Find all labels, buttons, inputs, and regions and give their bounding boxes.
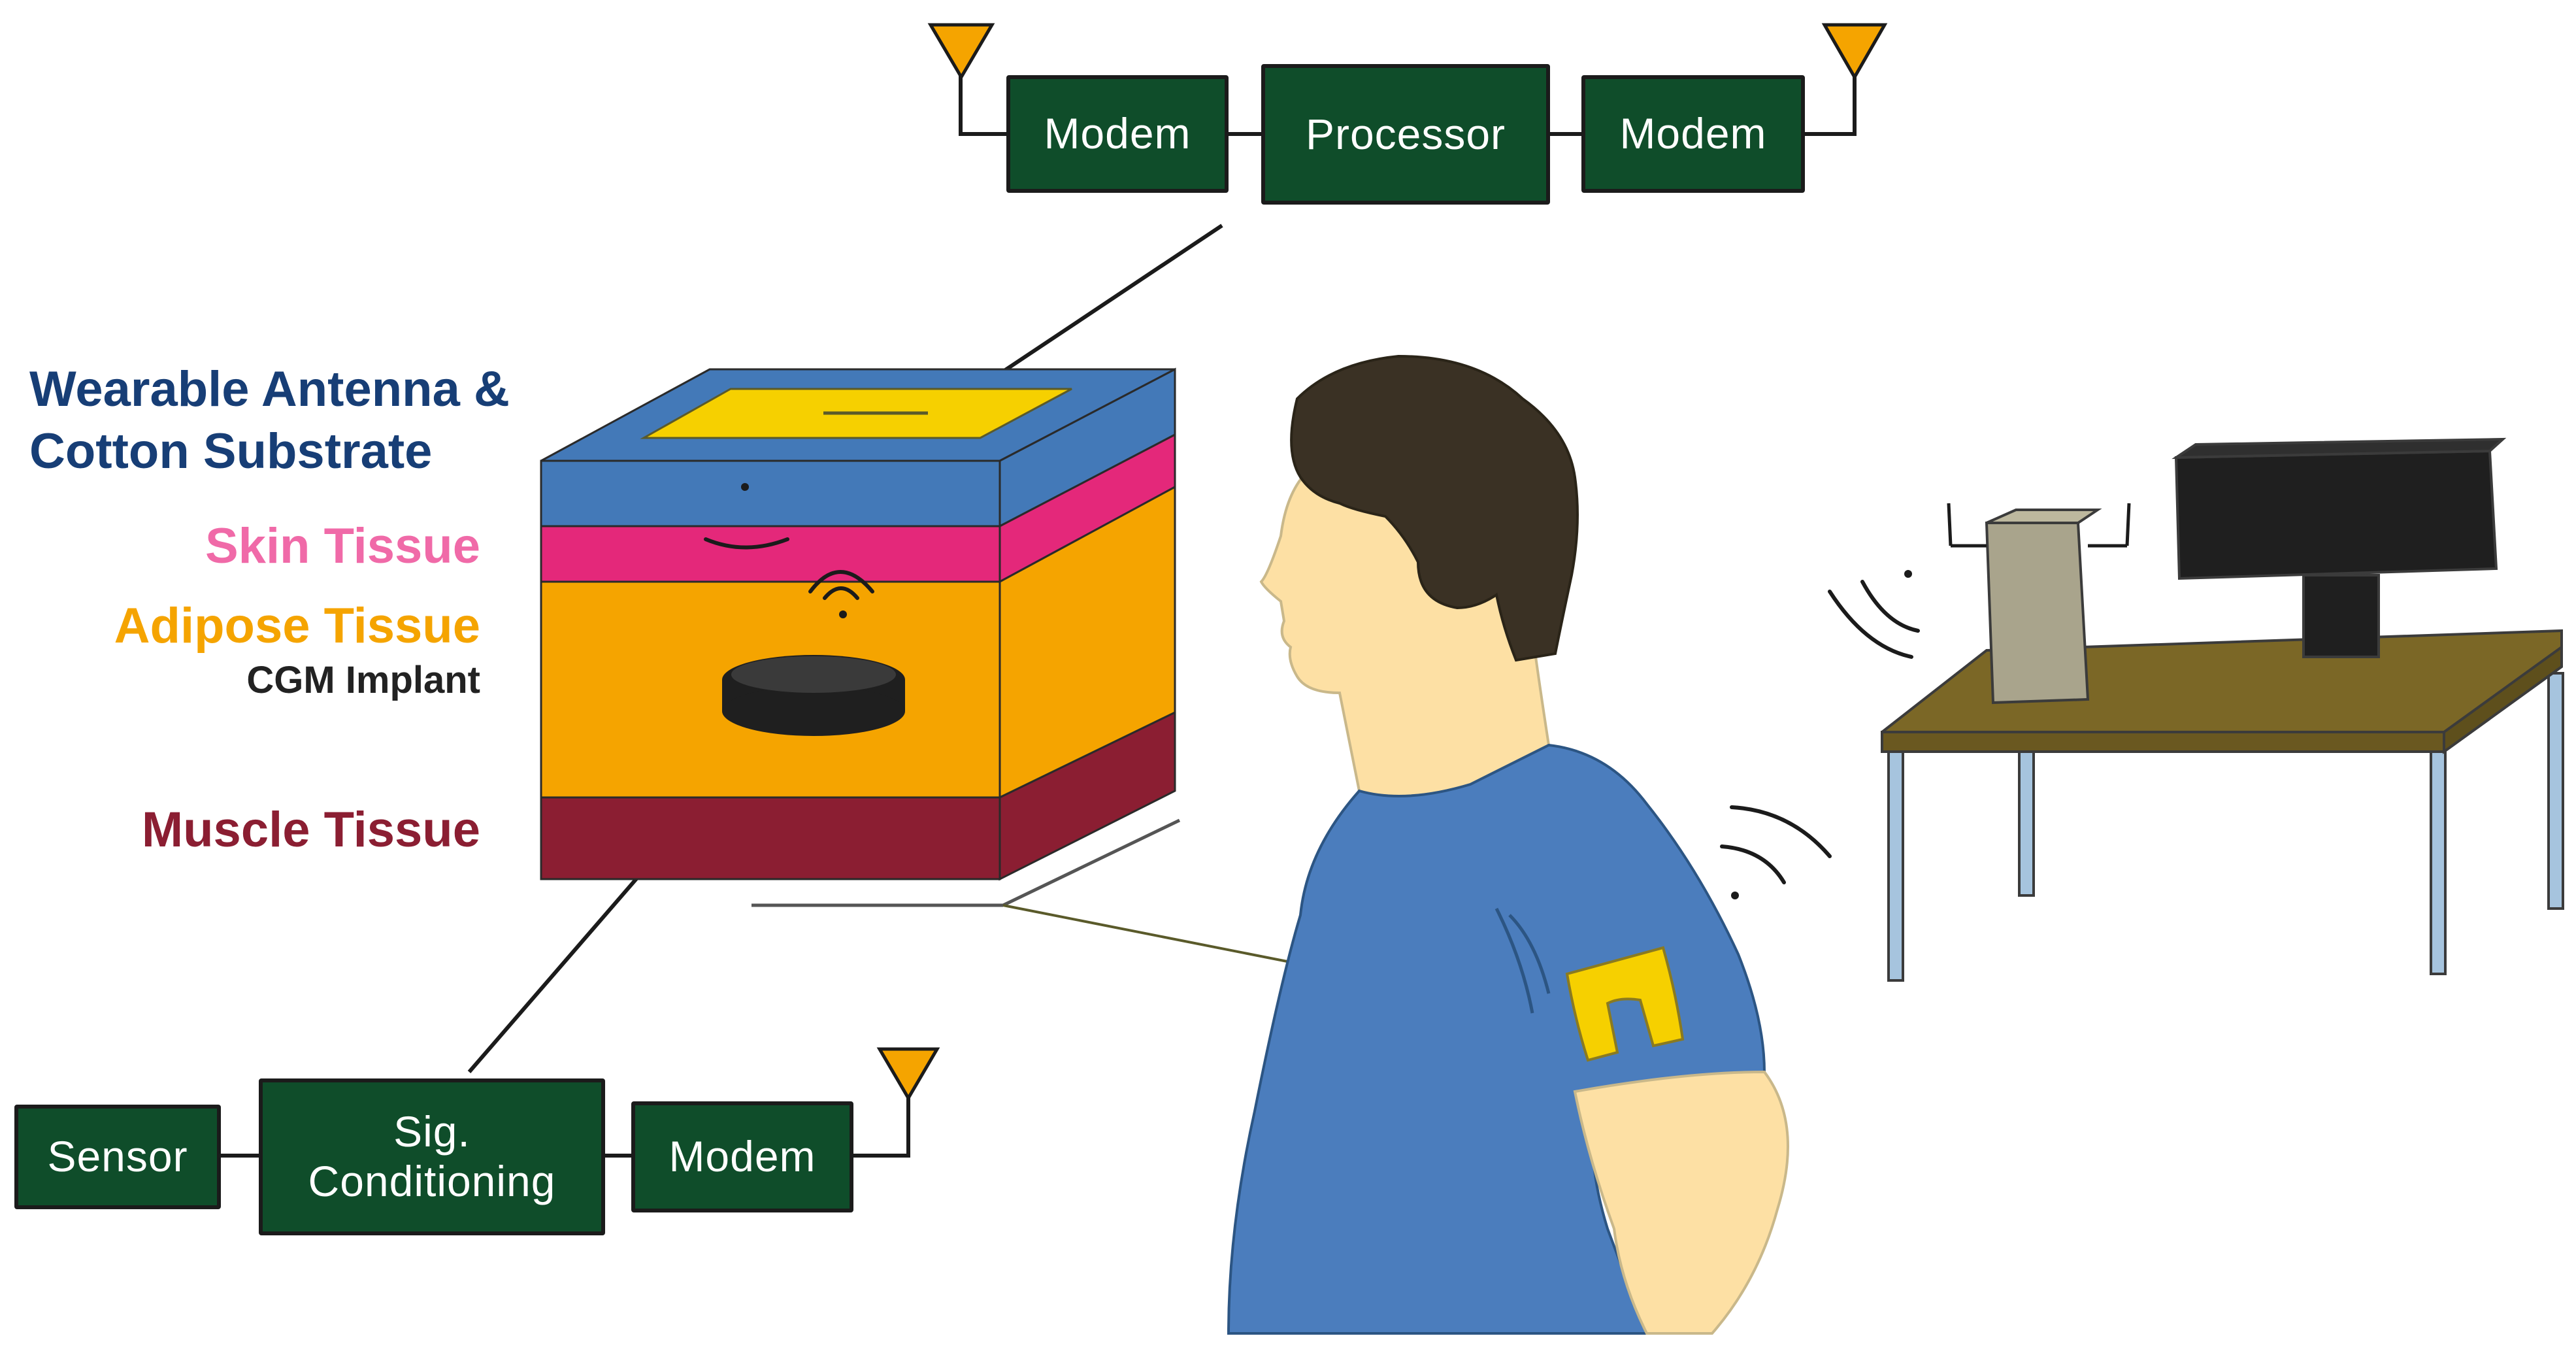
desk-leg — [1887, 744, 1904, 982]
wireless-waves-icon — [1720, 805, 1832, 899]
arm-patch-antenna-icon — [1565, 946, 1685, 1062]
wireless-waves-icon — [1828, 570, 1920, 659]
adipose-tissue-label: Adipose Tissue — [114, 598, 480, 654]
processor-block: Processor — [1261, 64, 1550, 205]
cube-front-skin — [540, 525, 1001, 583]
cube-front-muscle — [540, 796, 1001, 880]
desk-illustration — [1881, 629, 2564, 982]
antenna-label-line2: Cotton Substrate — [29, 424, 433, 479]
person-hair — [1290, 354, 1579, 662]
sleeve-fold — [1494, 907, 1534, 1014]
antenna-substrate-label: Wearable Antenna & Cotton Substrate — [29, 358, 510, 482]
desk-leg — [2547, 672, 2564, 910]
antenna-icon — [1821, 23, 1888, 81]
antenna-label-line1: Wearable Antenna & — [29, 361, 510, 417]
feed-implant-antenna — [853, 1078, 910, 1158]
antennas — [876, 23, 1888, 1101]
desk-leg — [2430, 744, 2447, 975]
sleeve-fold — [1508, 914, 1551, 994]
antenna-icon — [876, 1047, 940, 1101]
monitor-icon — [2171, 437, 2507, 658]
feed-left-antenna — [959, 52, 1006, 136]
modem-left-block: Modem — [1006, 75, 1229, 193]
cgm-implant-label: CGM Implant — [246, 659, 480, 701]
modem-right-block: Modem — [1581, 75, 1805, 193]
link-processor-cube — [966, 224, 1223, 397]
cube-front-substrate — [540, 459, 1001, 527]
desk-top-edge — [1881, 731, 2445, 753]
muscle-tissue-label: Muscle Tissue — [141, 802, 480, 858]
sensor-block: Sensor — [14, 1105, 221, 1209]
signal-conditioning-block: Sig. Conditioning — [259, 1078, 605, 1235]
cube-side-muscle — [999, 710, 1176, 881]
antenna-icon — [927, 23, 995, 80]
tissue-cube-illustration — [540, 367, 1176, 881]
person-illustration — [1227, 354, 1789, 1335]
base-station-icon — [1947, 503, 2131, 705]
desk-leg — [2018, 744, 2035, 897]
person-arm — [1573, 1070, 1789, 1335]
wireless-waves-icon — [704, 483, 874, 618]
implant-disc-icon — [722, 655, 905, 736]
modem-implant-block: Modem — [631, 1101, 853, 1212]
skin-tissue-label: Skin Tissue — [205, 518, 480, 574]
desk-top-side — [2443, 644, 2563, 754]
